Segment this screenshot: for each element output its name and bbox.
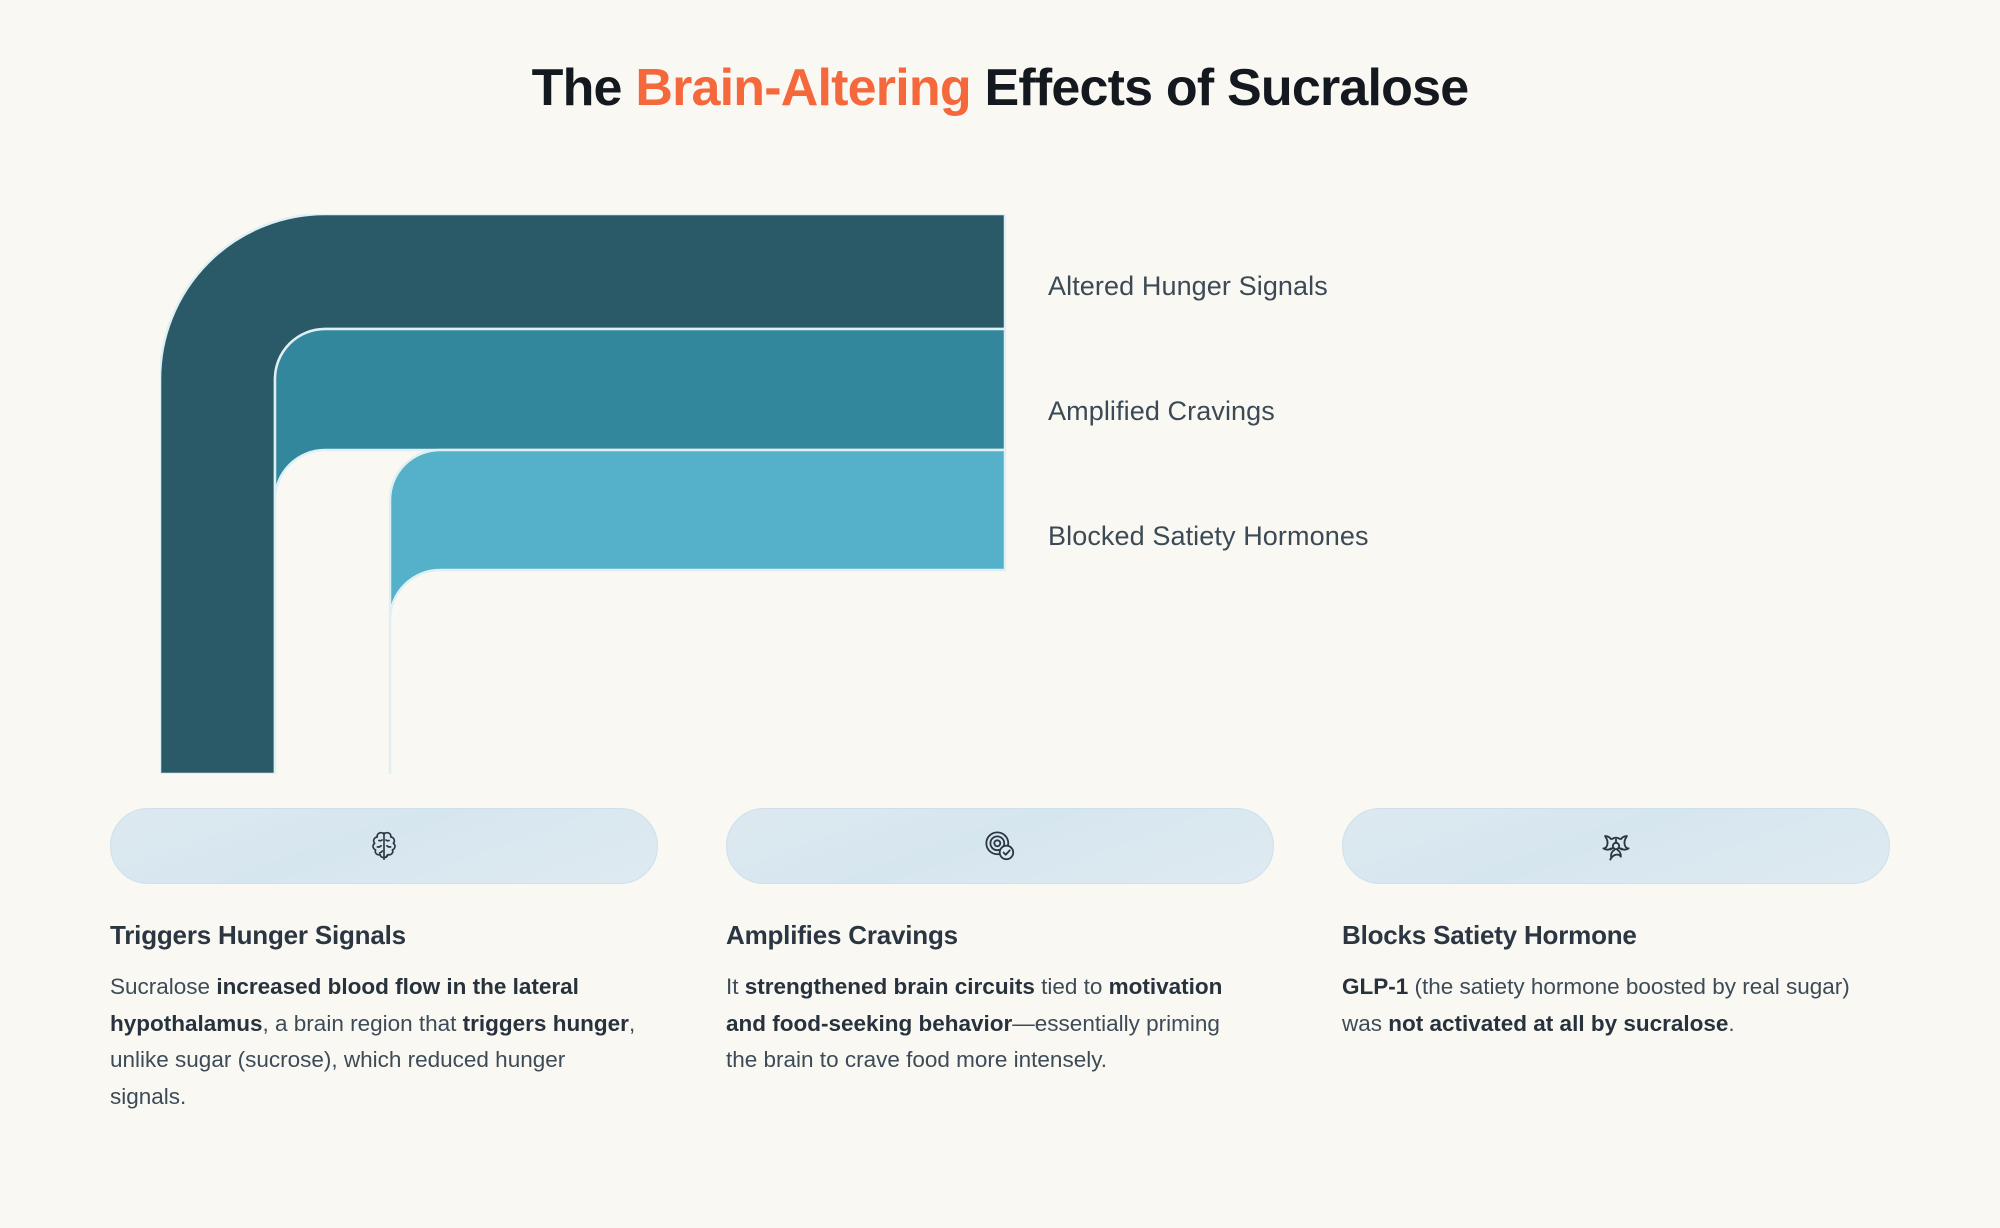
nested-band-chart: Altered Hunger Signals Amplified Craving… bbox=[0, 200, 2000, 780]
title-part-after: Effects of Sucralose bbox=[970, 59, 1469, 117]
card-title-2: Amplifies Cravings bbox=[726, 920, 958, 950]
chart-legend: Altered Hunger Signals Amplified Craving… bbox=[1048, 200, 1848, 780]
chart-legend-item-2: Blocked Satiety Hormones bbox=[1048, 521, 1369, 551]
chart-legend-item-0: Altered Hunger Signals bbox=[1048, 271, 1328, 301]
card-title-3: Blocks Satiety Hormone bbox=[1342, 920, 1637, 950]
chart-band-amplified-cravings bbox=[273, 327, 1007, 774]
title-part-before: The bbox=[531, 59, 636, 117]
title-part-accent: Brain-Altering bbox=[635, 59, 971, 117]
card-body-2: It strengthened brain circuits tied to m… bbox=[726, 974, 1223, 1073]
icon-pill-2 bbox=[726, 808, 1274, 884]
brain-icon bbox=[372, 831, 396, 861]
chart-band-blocked-satiety-hormones bbox=[388, 448, 1007, 774]
target-check-icon bbox=[985, 831, 1015, 861]
icon-pill-3 bbox=[1342, 808, 1890, 884]
icon-pill-1 bbox=[110, 808, 658, 884]
page-title-text: The Brain-Altering Effects of Sucralose bbox=[0, 59, 2000, 117]
card-triggers-hunger-signals: Triggers Hunger Signals Sucralose increa… bbox=[110, 808, 658, 1115]
page-title: The Brain-Altering Effects of Sucralose bbox=[0, 59, 2000, 117]
card-title-1: Triggers Hunger Signals bbox=[110, 920, 406, 950]
chart-bands-svg bbox=[160, 214, 1007, 774]
biohazard-icon bbox=[1602, 835, 1630, 861]
card-body-1: Sucralose increased blood flow in the la… bbox=[110, 974, 636, 1109]
card-blocks-satiety-hormone: Blocks Satiety Hormone GLP-1 (the satiet… bbox=[1342, 808, 1890, 1115]
chart-legend-item-1: Amplified Cravings bbox=[1048, 396, 1275, 426]
cards-row: Triggers Hunger Signals Sucralose increa… bbox=[110, 808, 1890, 1115]
card-body-3: GLP-1 (the satiety hormone boosted by re… bbox=[1342, 974, 1850, 1036]
card-amplifies-cravings: Amplifies Cravings It strengthened brain… bbox=[726, 808, 1274, 1115]
